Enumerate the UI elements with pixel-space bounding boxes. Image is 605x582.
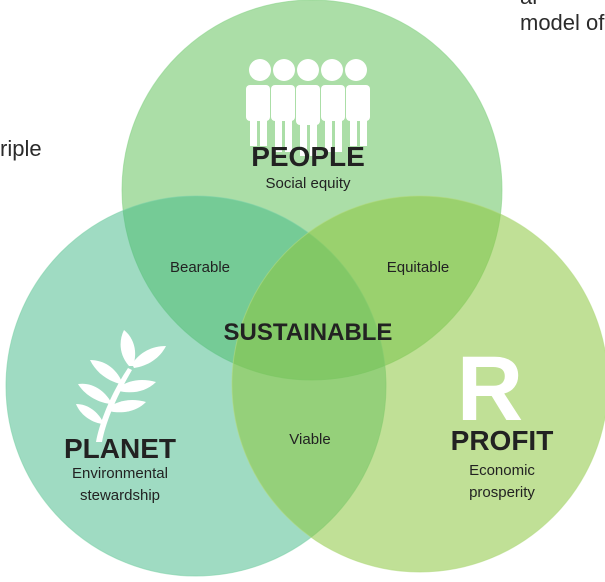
planet-subtitle-line1: Environmental [72, 465, 168, 482]
clipped-intro-text: riple [0, 136, 42, 161]
profit-circle [231, 195, 605, 573]
overlap-label-bearable: Bearable [170, 259, 230, 276]
currency-r-icon: R [457, 338, 523, 440]
leaf-branch-icon [76, 330, 166, 442]
profit-title: PROFIT [451, 425, 554, 456]
planet-title: PLANET [64, 433, 176, 464]
profit-subtitle-line1: Economic [469, 462, 535, 479]
clipped-heading-text: ar model of [520, 0, 605, 35]
center-label-sustainable: SUSTAINABLE [224, 319, 393, 346]
people-title: PEOPLE [251, 141, 365, 172]
planet-subtitle-line2: stewardship [80, 487, 160, 504]
overlap-label-viable: Viable [289, 431, 330, 448]
profit-subtitle-line2: prosperity [469, 484, 535, 501]
people-group-icon [246, 59, 370, 156]
overlap-label-equitable: Equitable [387, 259, 450, 276]
people-subtitle: Social equity [265, 175, 351, 192]
